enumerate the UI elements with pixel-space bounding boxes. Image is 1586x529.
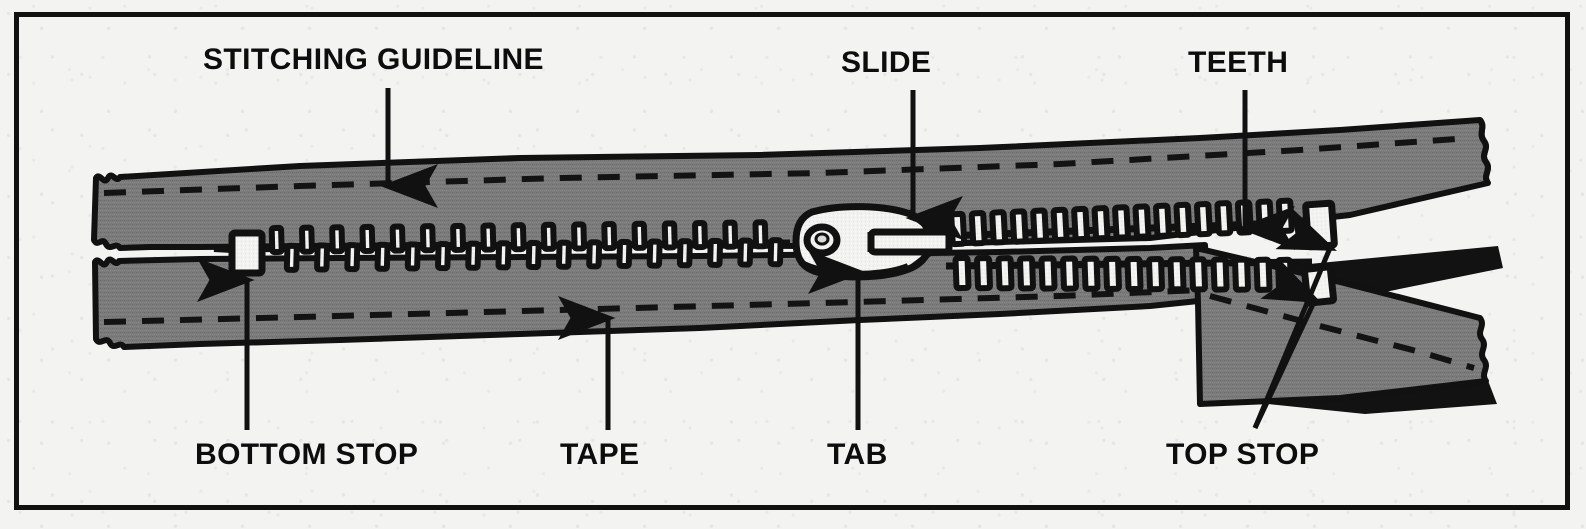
tooth xyxy=(1112,204,1131,241)
label-stitching-guideline: STITCHING GUIDELINE xyxy=(203,43,544,76)
stitching-guidelines xyxy=(103,135,1475,371)
tooth xyxy=(1146,255,1165,293)
tooth xyxy=(952,254,972,292)
label-bottom-stop: BOTTOM STOP xyxy=(195,438,419,471)
tooth xyxy=(510,222,527,253)
tooth xyxy=(283,242,300,273)
tooth xyxy=(722,219,739,250)
tooth xyxy=(1173,201,1193,239)
tooth xyxy=(1091,205,1111,242)
tooth xyxy=(1193,200,1213,238)
label-tab: TAB xyxy=(827,438,888,471)
tooth xyxy=(1189,256,1208,293)
tooth xyxy=(661,220,678,251)
tooth xyxy=(1081,255,1101,292)
tooth xyxy=(374,241,391,272)
label-tape: TAPE xyxy=(560,438,640,471)
tooth xyxy=(1124,255,1144,293)
teeth-closed-group xyxy=(229,219,791,273)
tape-upper-right-edge xyxy=(1477,118,1491,185)
tooth xyxy=(692,219,708,251)
tooth xyxy=(752,219,769,250)
tooth xyxy=(1050,206,1070,244)
tooth xyxy=(1060,255,1079,292)
tooth xyxy=(616,238,633,270)
tooth xyxy=(631,220,648,251)
tooth xyxy=(1210,256,1230,293)
tooth xyxy=(989,209,1009,246)
callout-arrows xyxy=(197,88,1337,430)
tooth xyxy=(435,240,451,272)
label-teeth: TEETH xyxy=(1188,46,1289,79)
tooth xyxy=(1030,207,1050,244)
tooth xyxy=(480,222,497,253)
tooth xyxy=(1009,208,1029,245)
tooth xyxy=(450,222,467,253)
tooth xyxy=(767,237,784,268)
tooth xyxy=(389,223,406,254)
tooth xyxy=(1071,205,1090,243)
tooth xyxy=(586,239,603,270)
tooth xyxy=(268,224,285,256)
tooth xyxy=(601,221,618,252)
tooth xyxy=(571,221,587,252)
tooth xyxy=(495,240,512,271)
tooth xyxy=(525,239,542,271)
tooth xyxy=(1153,202,1172,239)
tooth xyxy=(676,238,693,269)
stitching-line-lower-right xyxy=(1209,293,1475,371)
tooth xyxy=(1167,256,1187,293)
tooth xyxy=(1232,256,1251,293)
tooth xyxy=(419,223,436,254)
label-top-stop: TOP STOP xyxy=(1166,438,1320,471)
tooth xyxy=(465,240,482,271)
tooth xyxy=(737,237,754,268)
tooth xyxy=(1017,255,1036,292)
tooth xyxy=(404,241,421,272)
tooth xyxy=(298,224,315,255)
tooth xyxy=(540,221,557,252)
figure-border xyxy=(14,12,1570,510)
tooth xyxy=(968,209,988,247)
tooth xyxy=(995,255,1015,292)
tooth xyxy=(555,239,572,270)
tooth xyxy=(707,237,724,268)
tooth xyxy=(314,242,330,273)
tooth xyxy=(1038,255,1058,292)
tooth xyxy=(1214,200,1234,237)
stitching-line-upper xyxy=(103,135,1471,196)
stitching-line-lower-left xyxy=(103,287,1201,325)
tooth xyxy=(1103,255,1122,293)
tooth xyxy=(646,238,663,269)
tooth xyxy=(1132,203,1152,240)
arrow-top-stop-lower xyxy=(1252,258,1322,430)
tooth xyxy=(329,224,346,255)
tooth xyxy=(974,254,993,292)
tooth xyxy=(344,242,361,273)
tooth xyxy=(359,223,376,255)
label-slide: SLIDE xyxy=(841,46,932,79)
